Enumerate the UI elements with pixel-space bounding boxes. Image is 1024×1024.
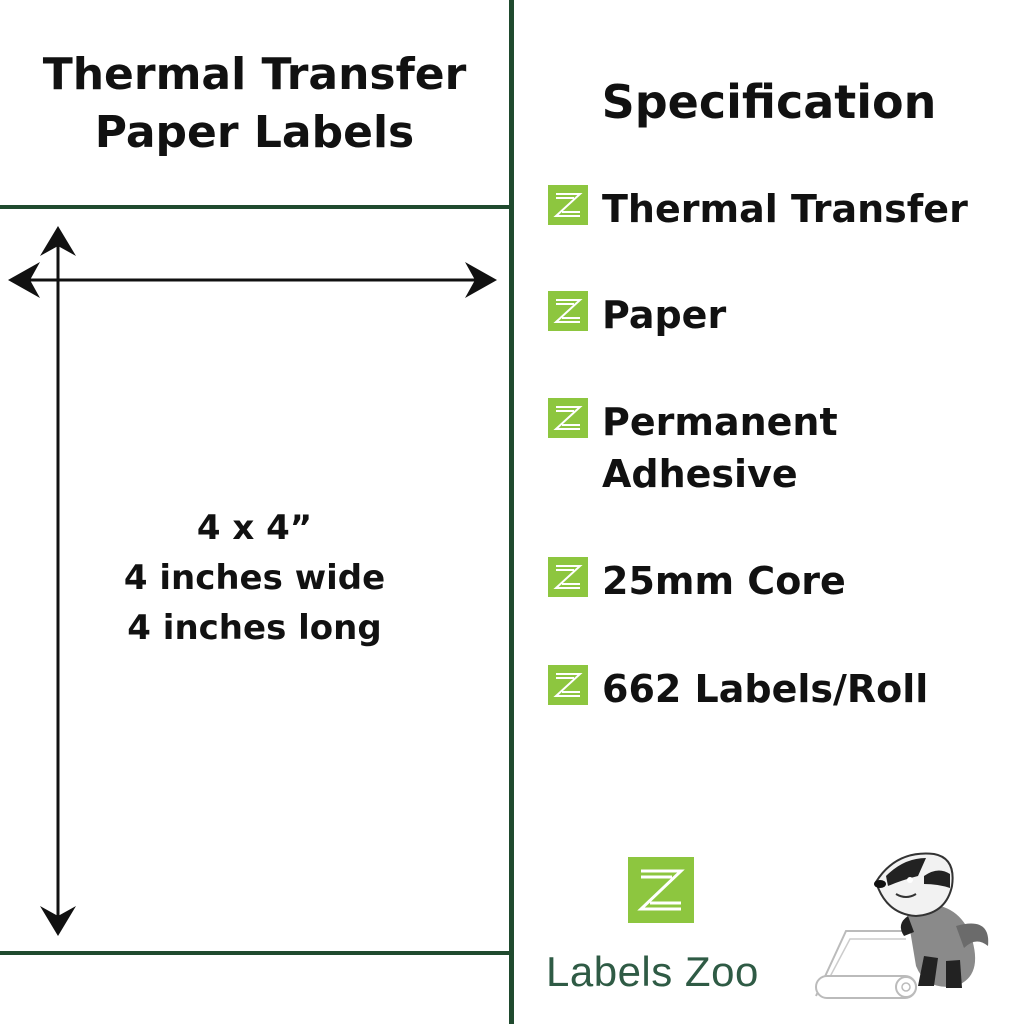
z-logo-icon bbox=[548, 291, 588, 331]
badger-with-label-roll-icon bbox=[815, 852, 989, 999]
top-horizontal-divider bbox=[0, 205, 509, 209]
product-title: Thermal Transfer Paper Labels bbox=[0, 46, 509, 162]
dimensions-line1: 4 x 4” bbox=[196, 508, 313, 548]
z-logo-icon bbox=[548, 185, 588, 225]
dimensions-text: 4 x 4” 4 inches wide 4 inches long bbox=[0, 503, 509, 653]
spec-item-label: 25mm Core bbox=[602, 559, 846, 603]
width-arrow-right-head bbox=[465, 262, 497, 298]
product-title-line1: Thermal Transfer bbox=[42, 49, 467, 100]
spec-item-label-line2: Adhesive bbox=[602, 452, 798, 496]
vertical-divider bbox=[509, 0, 514, 1024]
spec-item-permanent-adhesive: Permanent Adhesive bbox=[548, 396, 838, 500]
spec-item-label: Paper bbox=[602, 293, 727, 337]
spec-item-thermal-transfer: Thermal Transfer bbox=[548, 183, 968, 235]
product-title-line2: Paper Labels bbox=[94, 107, 415, 158]
spec-item-label-line1: Permanent bbox=[602, 400, 838, 444]
z-logo-icon bbox=[548, 665, 588, 705]
z-logo-icon bbox=[548, 398, 588, 438]
spec-item-label: Thermal Transfer bbox=[602, 187, 968, 231]
brand-name: Labels Zoo bbox=[546, 948, 759, 995]
specification-heading: Specification bbox=[601, 75, 937, 129]
length-arrow-bottom-head bbox=[40, 906, 76, 936]
dimensions-line2: 4 inches wide bbox=[123, 558, 386, 598]
dimension-arrows bbox=[8, 226, 497, 936]
brand-logo-icon bbox=[628, 857, 694, 923]
length-arrow-top-head bbox=[40, 226, 76, 256]
width-arrow-left-head bbox=[8, 262, 40, 298]
dimensions-line3: 4 inches long bbox=[127, 608, 382, 648]
spec-item-label: Permanent Adhesive bbox=[602, 396, 838, 500]
z-logo-icon bbox=[548, 557, 588, 597]
spec-item-paper: Paper bbox=[548, 289, 726, 341]
spec-item-label: 662 Labels/Roll bbox=[602, 667, 929, 711]
spec-item-labels-per-roll: 662 Labels/Roll bbox=[548, 663, 928, 715]
spec-item-25mm-core: 25mm Core bbox=[548, 555, 846, 607]
bottom-horizontal-divider bbox=[0, 951, 509, 955]
